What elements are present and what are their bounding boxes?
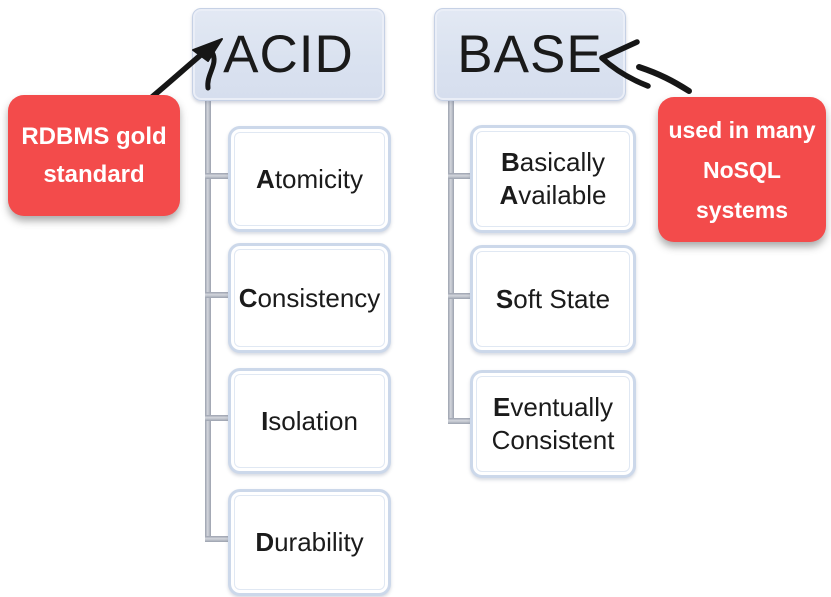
base-connector-stub	[448, 418, 471, 424]
acid-connector-stub	[205, 415, 229, 421]
callout-rdbms-gold-standard: RDBMS gold standard	[8, 95, 180, 216]
label-rest: vailable	[518, 180, 607, 210]
label-rest: asically	[519, 147, 606, 177]
label-initial: C	[238, 282, 258, 313]
node-label: Eventually	[493, 391, 613, 424]
node-label: Isolation	[261, 405, 358, 438]
label-initial: I	[261, 405, 269, 436]
base-node-basically-available: Basically Available	[470, 125, 636, 233]
acid-connector-stub	[205, 173, 229, 179]
label-initial: D	[255, 527, 275, 557]
node-label: Soft State	[496, 283, 610, 316]
callout-line: NoSQL	[703, 156, 781, 183]
acid-connector-trunk	[205, 99, 211, 541]
node-label: Durability	[255, 526, 363, 559]
node-label: Atomicity	[256, 163, 363, 196]
base-title: BASE	[457, 25, 603, 84]
label-rest: tomicity	[274, 163, 363, 194]
label-rest: urability	[274, 527, 364, 557]
label-rest: oft State	[513, 283, 611, 314]
acid-header-box: ACID	[192, 8, 385, 101]
label-rest: solation	[268, 405, 358, 436]
label-initial: A	[256, 163, 275, 194]
node-label: Consistency	[239, 282, 381, 315]
acid-node-isolation: Isolation	[228, 368, 391, 474]
base-header-box: BASE	[434, 8, 626, 101]
acid-node-atomicity: Atomicity	[228, 126, 391, 232]
callout-line: used in many	[668, 116, 816, 143]
base-connector-trunk	[448, 99, 454, 422]
label-rest: ventually	[510, 392, 613, 422]
label-initial: A	[499, 180, 519, 210]
acid-connector-stub	[205, 536, 229, 542]
label-initial: E	[493, 392, 511, 422]
base-node-eventually-consistent: Eventually Consistent	[470, 370, 636, 478]
acid-title: ACID	[223, 25, 354, 84]
node-label: Basically	[501, 146, 605, 179]
acid-node-durability: Durability	[228, 489, 391, 596]
node-label: Available	[500, 179, 607, 212]
label-rest: Consistent	[491, 425, 615, 455]
callout-line: standard	[43, 160, 145, 188]
label-initial: B	[500, 147, 520, 177]
node-label: Consistent	[492, 424, 615, 457]
acid-connector-stub	[205, 292, 229, 298]
callout-line: systems	[695, 196, 789, 223]
label-initial: S	[495, 283, 514, 314]
callout-nosql-systems: used in many NoSQL systems	[658, 97, 826, 242]
callout-line: RDBMS gold	[21, 122, 167, 150]
acid-node-consistency: Consistency	[228, 243, 391, 353]
base-connector-stub	[448, 173, 471, 179]
base-node-soft-state: Soft State	[470, 245, 636, 353]
base-connector-stub	[448, 293, 471, 299]
label-rest: onsistency	[257, 282, 381, 313]
